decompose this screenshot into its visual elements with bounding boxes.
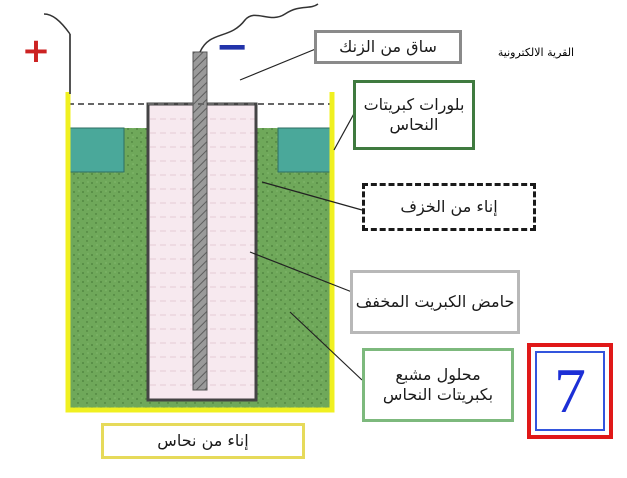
positive-sign: + [22,31,51,71]
negative-wire [199,3,319,53]
label-saturated-solution: محلول مشبع بكبريتات النحاس [362,348,514,422]
leader-crystals [333,109,357,151]
label-zinc-rod: ساق من الزنك [314,30,462,64]
figure-number: 7 [535,351,605,431]
leader-porcelain [261,181,363,211]
label-copper-sulfate-crystals: بلورات كبريتات النحاس [353,80,475,150]
crystals-right [277,127,331,173]
figure-number-badge: 7 [527,343,613,439]
label-porcelain-vessel: إناء من الخزف [362,183,536,231]
crystals-left [69,127,125,173]
negative-sign: − [215,24,249,70]
zinc-rod [192,51,208,391]
site-name: القرية الالكترونية [497,46,575,59]
positive-wire [43,13,71,35]
copper-vessel [65,92,335,413]
leader-zinc [239,47,319,81]
label-dilute-sulfuric-acid: حامض الكبريت المخفف [350,270,520,334]
leader-acid [249,251,353,293]
leader-saturated [289,311,363,381]
label-copper-vessel: إناء من نحاس [101,423,305,459]
